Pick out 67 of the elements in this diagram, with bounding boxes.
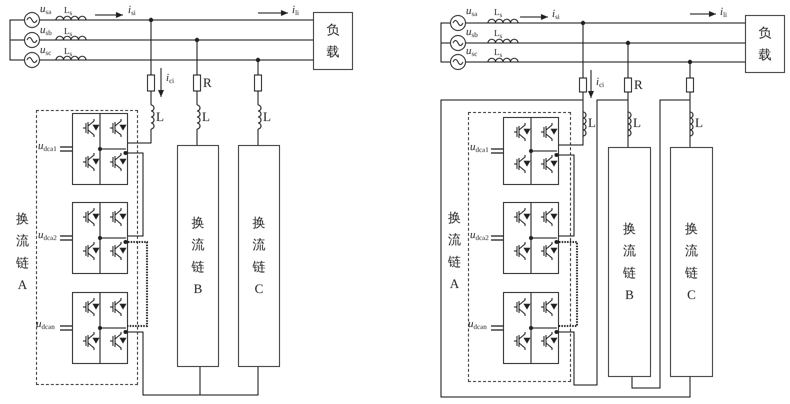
- voltage-label: u$_{sb}$: [40, 24, 52, 37]
- connection-wire: [128, 332, 200, 396]
- ac-source-symbol: [24, 32, 40, 48]
- connection-wire: [200, 366, 258, 396]
- current-label: i$_{li}$: [720, 6, 727, 19]
- voltage-label: u$_{dca2}$: [470, 229, 489, 242]
- connection-wire: [558, 154, 574, 236]
- h-bridge-module: [503, 202, 559, 274]
- connection-wire: [440, 42, 450, 62]
- connection-wire: [10, 20, 24, 40]
- inductor-label: L: [263, 110, 271, 123]
- connection-wire: [440, 100, 690, 398]
- voltage-label: u$_{sa}$: [466, 5, 478, 18]
- load-box: 负载: [745, 15, 785, 73]
- current-label: i$_{ci}$: [166, 72, 174, 85]
- chain-label: 换流链 A: [15, 210, 30, 294]
- inductor-label: L$_{s}$: [494, 6, 502, 19]
- inductor-label: L$_{s}$: [64, 25, 72, 38]
- h-bridge-module: [72, 202, 128, 274]
- connection-wire: [559, 241, 578, 327]
- connection-wire: [558, 100, 628, 386]
- voltage-label: u$_{sa}$: [40, 3, 52, 16]
- connection-wire: [632, 100, 690, 388]
- inductor-label: L: [588, 116, 596, 129]
- converter-chain-box: 换流链 B: [608, 147, 651, 377]
- chain-label: 换流链 A: [447, 209, 462, 293]
- inductor-label: L$_{s}$: [494, 27, 502, 40]
- voltage-label: u$_{dca1}$: [470, 141, 489, 154]
- ac-source-symbol: [24, 52, 40, 68]
- h-bridge-module: [72, 113, 128, 185]
- voltage-label: u$_{dca1}$: [38, 140, 57, 153]
- voltage-label: u$_{dca2}$: [38, 229, 57, 242]
- load-box: 负载: [313, 12, 353, 70]
- current-label: i$_{si}$: [552, 8, 560, 21]
- connection-wire: [466, 42, 746, 44]
- voltage-label: u$_{sc}$: [466, 45, 478, 58]
- h-bridge-module: [72, 292, 128, 364]
- connection-wire: [440, 22, 450, 44]
- h-bridge-module: [503, 292, 559, 364]
- current-label: i$_{li}$: [292, 4, 299, 17]
- converter-chain-box: 换流链 B: [177, 145, 219, 367]
- voltage-label: u$_{dcan}$: [468, 318, 487, 331]
- inductor-label: L: [633, 116, 641, 129]
- ac-source-symbol: [450, 54, 466, 70]
- inductor-label: L: [695, 116, 703, 129]
- connection-wire: [466, 22, 746, 24]
- inductor-label: L$_{s}$: [494, 46, 502, 59]
- connection-wire: [10, 40, 24, 60]
- resistor-label: R: [634, 78, 643, 91]
- converter-chain-box: 换流链 C: [238, 145, 280, 367]
- voltage-label: u$_{sb}$: [466, 26, 478, 39]
- inductor-label: L: [202, 110, 210, 123]
- inductor-label: L$_{s}$: [64, 45, 72, 58]
- current-label: i$_{ci}$: [596, 76, 604, 89]
- voltage-label: u$_{sc}$: [40, 44, 52, 57]
- converter-chain-box: 换流链 C: [670, 147, 713, 377]
- resistor-label: R: [203, 76, 212, 89]
- current-label: i$_{si}$: [128, 4, 136, 17]
- ac-source-symbol: [450, 35, 466, 51]
- inductor-label: L$_{s}$: [64, 4, 72, 17]
- voltage-label: u$_{dcan}$: [36, 318, 55, 331]
- connection-wire: [128, 241, 148, 327]
- ac-source-symbol: [450, 15, 466, 31]
- inductor-label: L: [156, 110, 164, 123]
- connection-wire: [128, 152, 144, 236]
- h-bridge-module: [503, 117, 559, 185]
- ac-source-symbol: [24, 12, 40, 28]
